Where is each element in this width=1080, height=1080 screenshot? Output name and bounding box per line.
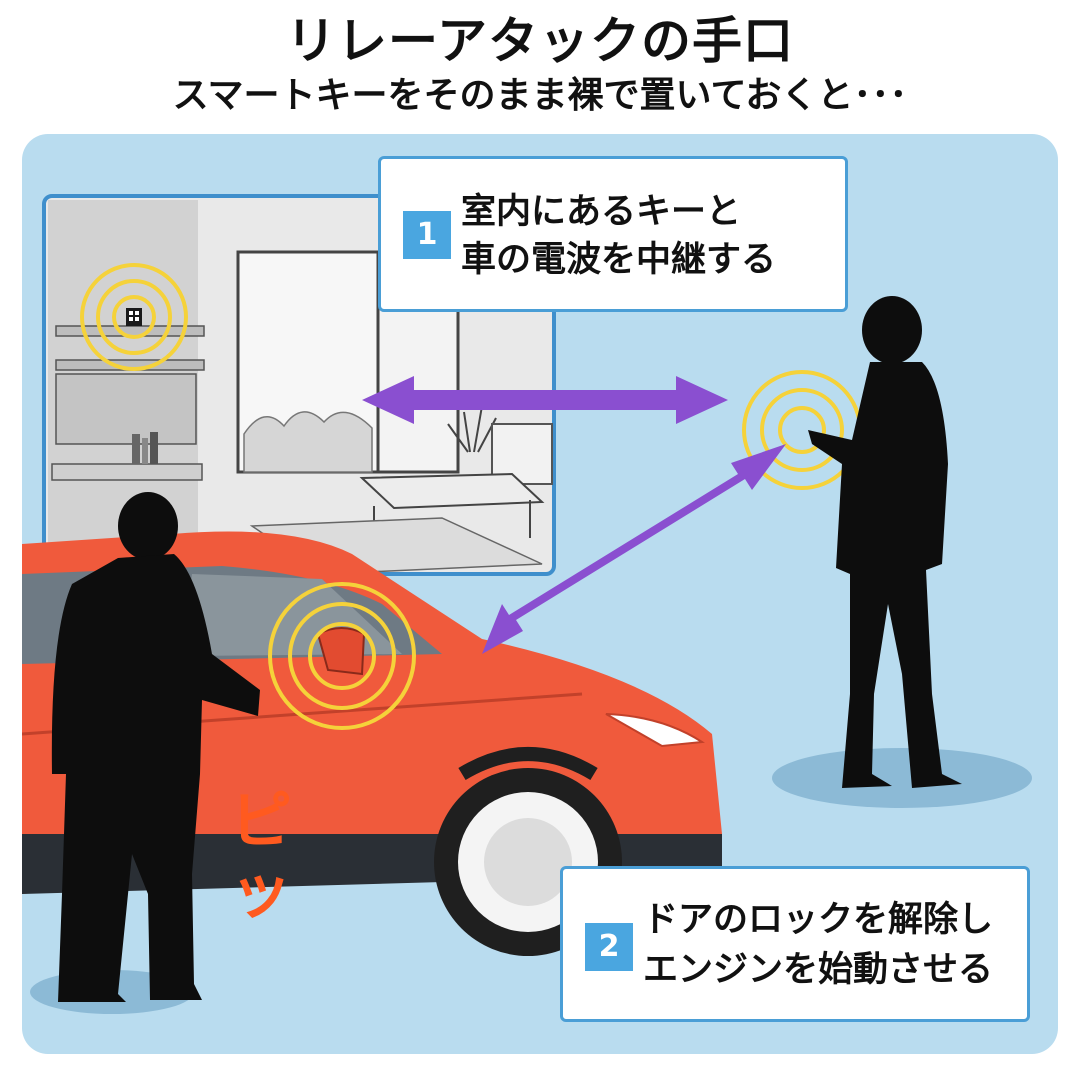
page-title: リレーアタックの手口 [286,12,794,70]
beep-sound-text: ピ ッ [230,790,292,922]
smart-key-icon [126,308,142,326]
beep-char-1: ピ [230,784,293,857]
step-1-badge: 1 [403,211,451,259]
step-2-callout: 2 ドアのロックを解除し エンジンを始動させる [560,866,1030,1022]
step-2-line-2: エンジンを始動させる [643,950,994,990]
car-thief-silhouette [30,492,260,1014]
step-2-line-1: ドアのロックを解除し [643,900,994,940]
step-2-badge: 2 [585,923,633,971]
step-1-callout: 1 室内にあるキーと 車の電波を中継する [378,156,848,312]
relay-arrow-diagonal [482,444,786,654]
page-subtitle: スマートキーをそのまま裸で置いておくと･･･ [172,75,908,116]
scene-illustration [22,194,1032,1014]
step-1-line-1: 室内にあるキーと [461,192,742,232]
step-1-line-2: 車の電波を中継する [461,240,777,280]
relay-arrow-horizontal [362,376,728,424]
illustration-panel: ピ ッ 1 室内にあるキーと 車の電波を中継する 2 ドアのロックを解除し エン… [22,134,1058,1054]
beep-char-2: ッ [230,854,293,927]
key-signal-rings [80,263,188,371]
relay-person-silhouette [772,296,1032,808]
car-signal-rings [268,582,416,730]
